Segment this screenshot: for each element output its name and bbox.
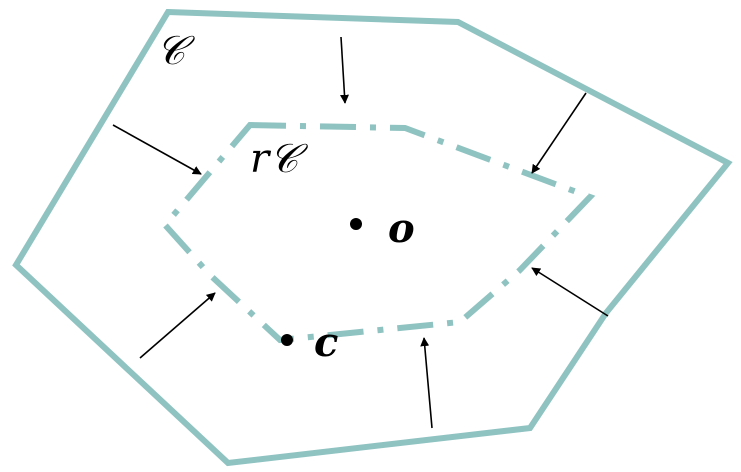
scaling-arrow-upper-left [112,124,202,175]
inner-scaled-polygon [161,121,596,344]
scaling-arrow-right [531,267,609,317]
center-point-label: o [388,205,415,252]
inner-set-label: r𝒞 [250,136,308,182]
outer-polygon [12,8,733,467]
outer-set-label: 𝒞 [156,28,195,74]
scaling-arrow-lower-left [139,292,216,359]
scaling-arrow-top [340,36,350,104]
center-point-dot [350,218,362,230]
point-c-dot [281,334,293,346]
scaling-arrow-upper-right [531,92,587,174]
point-c-label: c [314,319,338,366]
scaling-arrow-bottom [420,337,433,429]
